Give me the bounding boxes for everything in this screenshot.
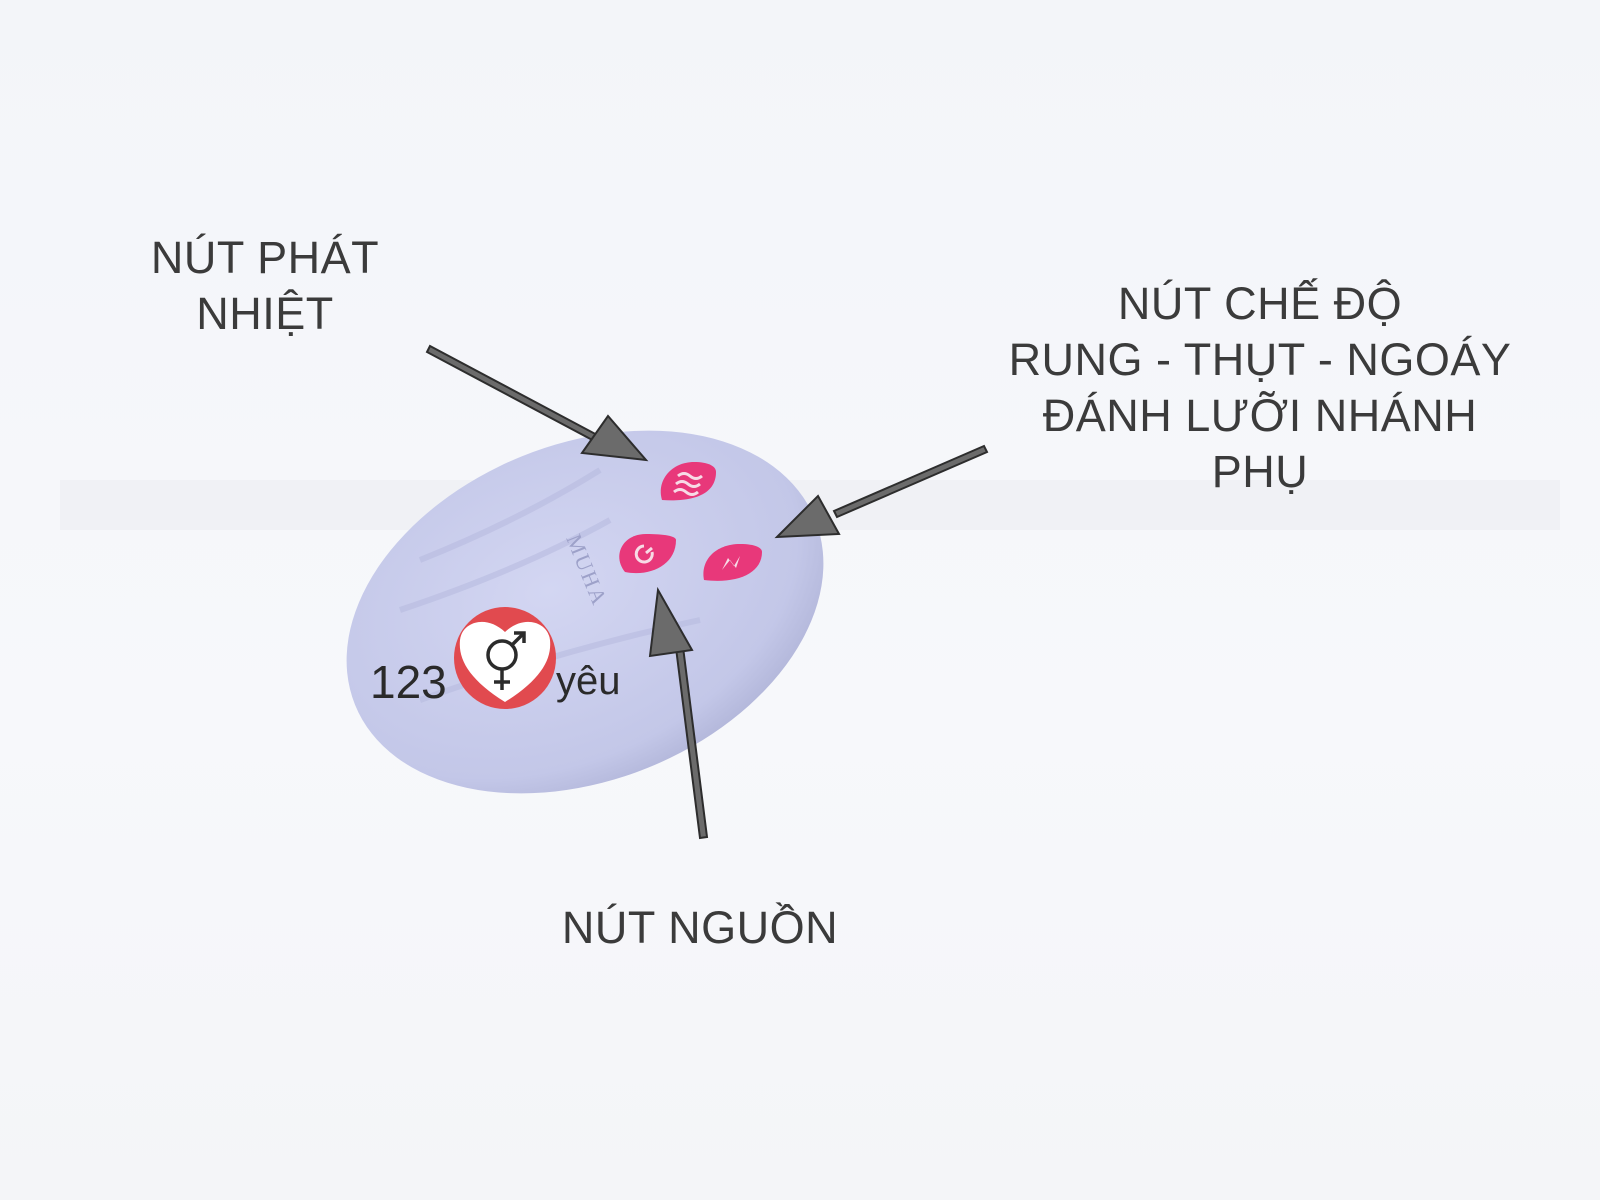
heat-button-label: NÚT PHÁT NHIỆT [110, 230, 420, 342]
power-button-label: NÚT NGUỒN [561, 902, 839, 953]
logo-left-text: 123 [370, 656, 447, 708]
label-line: ĐÁNH LƯỠI NHÁNH [1042, 390, 1478, 441]
label-line: NÚT CHẾ ĐỘ [1117, 278, 1403, 329]
logo-right-text: yêu [556, 659, 621, 703]
power-icon [634, 544, 654, 564]
arrow-power [648, 586, 709, 840]
label-line: PHỤ [1211, 446, 1309, 497]
mode-button[interactable] [703, 544, 762, 581]
label-line: NÚT PHÁT [150, 232, 380, 283]
lightning-icon [722, 556, 740, 570]
heat-button[interactable] [660, 462, 716, 501]
heat-waves-icon [673, 472, 703, 496]
gender-symbol-icon [486, 631, 526, 690]
mode-button-label: NÚT CHẾ ĐỘ RUNG - THỤT - NGOÁY ĐÁNH LƯỠI… [960, 276, 1560, 500]
label-line: RUNG - THỤT - NGOÁY [1008, 334, 1512, 385]
logo-badge [454, 607, 556, 709]
remote-body [346, 430, 824, 794]
label-line: NHIỆT [196, 288, 334, 339]
arrow-mode [774, 444, 989, 539]
power-button[interactable] [619, 534, 676, 574]
arrow-heat [425, 344, 649, 462]
